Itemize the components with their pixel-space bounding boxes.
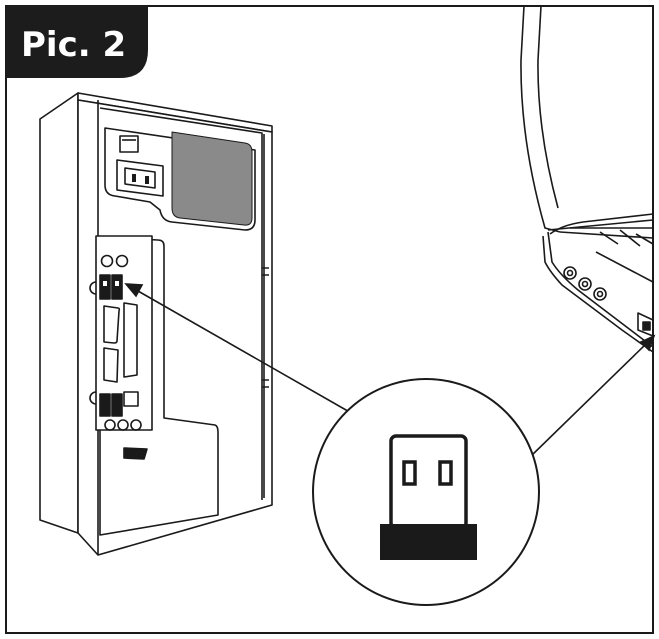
arrow-to-laptop	[529, 342, 648, 458]
arrow-to-tower	[137, 290, 354, 415]
badge-label: Pic. 2	[21, 25, 126, 65]
desktop-tower	[39, 92, 273, 556]
laptop	[520, 5, 654, 353]
psu-vent	[171, 131, 253, 226]
arrow-head-laptop	[639, 334, 656, 352]
usb-dongle-icon	[380, 434, 477, 560]
usb-dongle-callout	[312, 378, 540, 606]
figure-badge: Pic. 2	[6, 6, 148, 78]
arrow-head-tower	[124, 283, 144, 298]
arrows	[124, 283, 656, 458]
badge-background	[6, 6, 148, 78]
